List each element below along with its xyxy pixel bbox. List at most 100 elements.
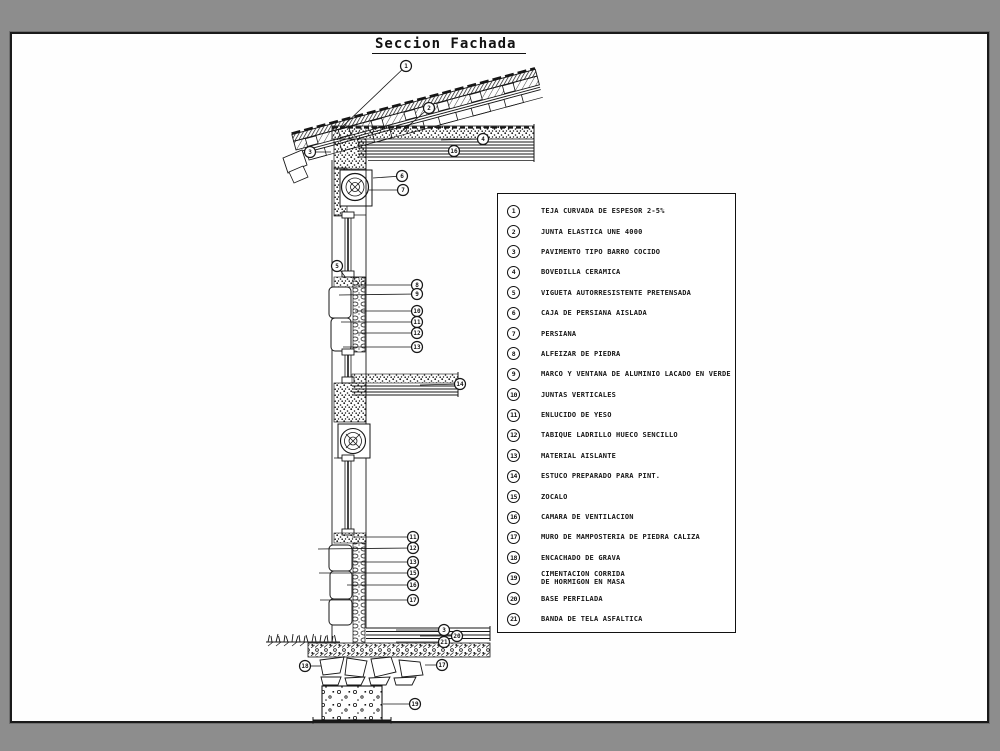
callout-number: 6 [400, 173, 404, 180]
mid-wall [328, 276, 367, 353]
page-title: Seccion Fachada [372, 36, 527, 54]
legend-item: 19 CIMENTACION CORRIDA DE HORMIGON EN MA… [507, 568, 731, 588]
legend-item: 13 MATERIAL AISLANTE [507, 446, 731, 466]
legend-item-text: BASE PERFILADA [541, 594, 603, 603]
callout-number: 18 [301, 663, 309, 670]
legend-item-text: BANDA DE TELA ASFALTICA [541, 615, 643, 623]
shutter-box-upper [333, 138, 373, 217]
callout-number: 12 [413, 330, 421, 337]
floor-slab [333, 372, 459, 459]
callout-balloon [410, 326, 424, 340]
legend-item-text: ESTUCO PREPARADO PARA PINT. [541, 472, 661, 481]
legend-item-text: ENLUCIDO DE YESO [541, 411, 612, 420]
callout-number: 3 [308, 149, 312, 156]
legend-item-number: 19 [507, 571, 520, 585]
legend-item: 4 BOVEDILLA CERAMICA [507, 262, 731, 282]
callout-number: 14 [456, 381, 464, 388]
callout-number: 10 [413, 308, 421, 315]
callout-balloon [435, 658, 449, 672]
legend-item-text: TEJA CURVADA DE ESPESOR 2-5% [541, 207, 665, 216]
callout-balloons: 1241636758910111213141112131516173202117… [298, 59, 490, 711]
eave-slab [331, 124, 535, 162]
callout-balloon [406, 566, 420, 580]
legend-item-number: 21 [507, 612, 520, 626]
legend-item-text: MARCO Y VENTANA DE ALUMINIO LACADO EN VE… [541, 370, 731, 379]
callout-balloon [437, 635, 451, 649]
legend-item-text: VIGUETA AUTORRESISTENTE PRETENSADA [541, 288, 692, 297]
legend-item-number: 2 [507, 225, 520, 239]
legend-item-number: 4 [507, 265, 520, 279]
legend-item: 3 PAVIMENTO TIPO BARRO COCIDO [507, 242, 731, 262]
legend-item-text: JUNTA ELASTICA UNE 4000 [541, 227, 643, 236]
callout-balloon [410, 287, 424, 301]
legend-box: 1 TEJA CURVADA DE ESPESOR 2-5% 2 JUNTA E… [497, 193, 736, 633]
legend-item-number: 14 [507, 469, 520, 483]
legend-item-text: ENCACHADO DE GRAVA [541, 553, 621, 562]
callout-balloon [410, 278, 424, 292]
legend-item-text: ALFEIZAR DE PIEDRA [541, 349, 621, 358]
callout-balloon [437, 623, 451, 637]
lower-wall [328, 532, 367, 644]
callout-number: 12 [409, 545, 417, 552]
legend-item: 15 ZOCALO [507, 486, 731, 506]
legend-item-number: 7 [507, 327, 520, 341]
legend-item-number: 6 [507, 306, 520, 320]
legend-item-number: 17 [507, 530, 520, 544]
callout-leader [419, 383, 461, 386]
legend-item: 12 TABIQUE LADRILLO HUECO SENCILLO [507, 425, 731, 445]
callout-leader [338, 293, 418, 296]
legend-item: 8 ALFEIZAR DE PIEDRA [507, 344, 731, 364]
callout-number: 19 [411, 701, 419, 708]
callout-balloon [406, 541, 420, 555]
legend-item-number: 3 [507, 245, 520, 259]
legend-item-number: 5 [507, 286, 520, 300]
callout-balloon [453, 377, 467, 391]
callout-balloon [396, 183, 410, 197]
callout-balloon [450, 629, 464, 643]
callout-number: 5 [335, 263, 339, 270]
callout-leader [398, 107, 430, 135]
callout-balloon [410, 315, 424, 329]
callout-balloon [447, 144, 461, 158]
legend-item: 20 BASE PERFILADA [507, 588, 731, 608]
callout-balloon [298, 659, 312, 673]
legend-item: 10 JUNTAS VERTICALES [507, 385, 731, 405]
legend-item: 5 VIGUETA AUTORRESISTENTE PRETENSADA [507, 283, 731, 303]
callout-leader [372, 175, 403, 179]
callout-leader [440, 138, 484, 141]
legend-item-text: BOVEDILLA CERAMICA [541, 268, 621, 277]
callout-number: 2 [427, 105, 431, 112]
legend-item-text: MURO DE MAMPOSTERIA DE PIEDRA CALIZA [541, 533, 700, 542]
callout-number: 11 [413, 319, 421, 326]
callout-balloon [406, 530, 420, 544]
callout-number: 4 [481, 136, 485, 143]
legend-item-text: PERSIANA [541, 329, 577, 338]
callout-number: 16 [409, 582, 417, 589]
legend-item-number: 1 [507, 204, 520, 218]
legend-item-text: CAJA DE PERSIANA AISLADA [541, 309, 647, 318]
callout-number: 17 [438, 662, 446, 669]
callout-number: 8 [415, 282, 419, 289]
legend-item-number: 12 [507, 428, 520, 442]
callout-number: 13 [413, 344, 421, 351]
legend-item: 14 ESTUCO PREPARADO PARA PINT. [507, 466, 731, 486]
window-lower [341, 454, 355, 536]
legend-item-text: CIMENTACION CORRIDA DE HORMIGON EN MASA [541, 570, 625, 587]
legend-item: 7 PERSIANA [507, 323, 731, 343]
legend-item: 18 ENCACHADO DE GRAVA [507, 548, 731, 568]
callout-balloon [422, 101, 436, 115]
window-mid [341, 348, 355, 384]
legend-item-text: ZOCALO [541, 492, 568, 501]
legend-item-number: 10 [507, 388, 520, 402]
roof-slope [291, 67, 543, 161]
legend-item: 17 MURO DE MAMPOSTERIA DE PIEDRA CALIZA [507, 527, 731, 547]
legend-item: 6 CAJA DE PERSIANA AISLADA [507, 303, 731, 323]
callout-leader [340, 65, 407, 129]
callout-balloon [476, 132, 490, 146]
callout-number: 16 [450, 148, 458, 155]
callout-number: 7 [401, 187, 405, 194]
legend-item: 1 TEJA CURVADA DE ESPESOR 2-5% [507, 201, 731, 221]
callout-number: 3 [442, 627, 446, 634]
legend-item: 21 BANDA DE TELA ASFALTICA [507, 609, 731, 629]
